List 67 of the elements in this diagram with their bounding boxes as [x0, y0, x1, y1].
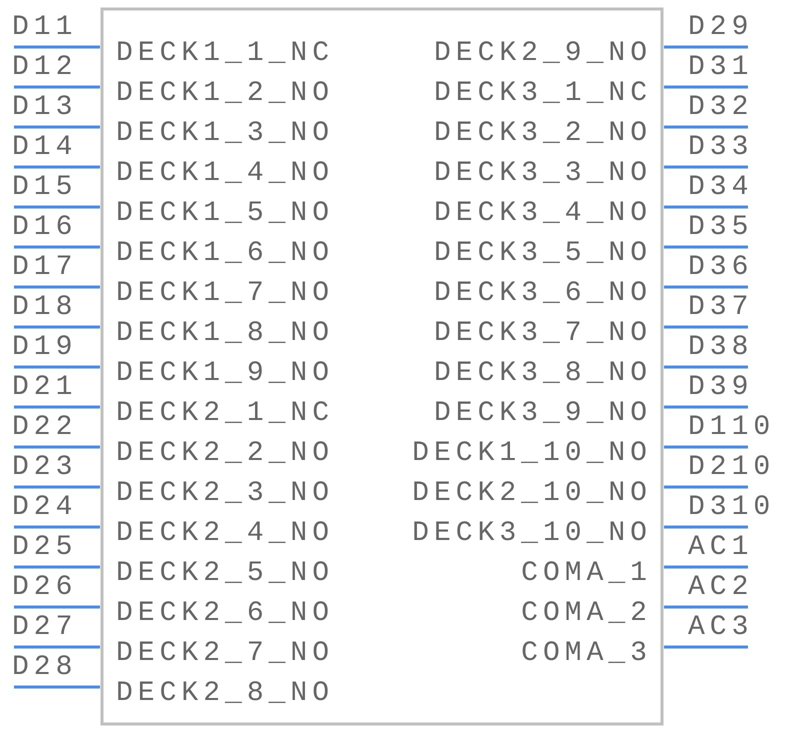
pin-name: DECK2_3_NO	[116, 478, 334, 510]
pin-name: DECK2_7_NO	[116, 638, 334, 670]
pin-name: DECK1_1_NC	[116, 38, 334, 70]
pin-number: D21	[12, 372, 78, 404]
pin-name: DECK3_2_NO	[434, 118, 652, 150]
pin-name: DECK3_1_NC	[434, 78, 652, 110]
pin-number: D310	[688, 492, 776, 524]
pin-number: D38	[688, 332, 754, 364]
pin-number: AC3	[688, 612, 754, 644]
pin-number: D24	[12, 492, 78, 524]
pin-name: DECK1_10_NO	[412, 438, 652, 470]
pin-number: D12	[12, 52, 78, 84]
pin-name: DECK2_4_NO	[116, 518, 334, 550]
pin-number: D29	[688, 12, 754, 44]
pin-number: D110	[688, 412, 776, 444]
pin-name: COMA_1	[521, 558, 652, 590]
pin-number: D37	[688, 292, 754, 324]
pin-number: D32	[688, 92, 754, 124]
pin-name: DECK3_10_NO	[412, 518, 652, 550]
pin-number: D16	[12, 212, 78, 244]
component-body	[100, 8, 664, 726]
pin-name: DECK3_5_NO	[434, 238, 652, 270]
pin-name: COMA_3	[521, 638, 652, 670]
pin-number: D23	[12, 452, 78, 484]
pin-name: DECK2_5_NO	[116, 558, 334, 590]
pin-number: D27	[12, 612, 78, 644]
pin-number: D36	[688, 252, 754, 284]
pin-name: DECK2_9_NO	[434, 38, 652, 70]
pin-name: DECK1_5_NO	[116, 198, 334, 230]
pin-number: AC1	[688, 532, 754, 564]
pin-name: DECK2_10_NO	[412, 478, 652, 510]
pin-name: COMA_2	[521, 598, 652, 630]
pin-name: DECK2_1_NC	[116, 398, 334, 430]
pin-name: DECK2_6_NO	[116, 598, 334, 630]
pin-number: D15	[12, 172, 78, 204]
pin-number: D35	[688, 212, 754, 244]
pin-name: DECK1_8_NO	[116, 318, 334, 350]
pin-number: D25	[12, 532, 78, 564]
pin-number: D18	[12, 292, 78, 324]
pin-number: D14	[12, 132, 78, 164]
pin-number: D22	[12, 412, 78, 444]
pin-name: DECK3_3_NO	[434, 158, 652, 190]
pin-number: D33	[688, 132, 754, 164]
pin-number: D19	[12, 332, 78, 364]
pin-name: DECK2_8_NO	[116, 678, 334, 710]
pin-number: D13	[12, 92, 78, 124]
pin-name: DECK3_8_NO	[434, 358, 652, 390]
pin-name: DECK1_2_NO	[116, 78, 334, 110]
pin-name: DECK2_2_NO	[116, 438, 334, 470]
pin-number: D210	[688, 452, 776, 484]
pin-number: D28	[12, 652, 78, 684]
pin-name: DECK3_9_NO	[434, 398, 652, 430]
pin-name: DECK1_7_NO	[116, 278, 334, 310]
pin-number: D11	[12, 12, 78, 44]
pin-number: D17	[12, 252, 78, 284]
pin-number: D26	[12, 572, 78, 604]
pin-name: DECK1_6_NO	[116, 238, 334, 270]
pin-name: DECK1_4_NO	[116, 158, 334, 190]
pin-number: AC2	[688, 572, 754, 604]
pin-number: D39	[688, 372, 754, 404]
pin-number: D34	[688, 172, 754, 204]
pin-name: DECK3_4_NO	[434, 198, 652, 230]
pin-name: DECK3_6_NO	[434, 278, 652, 310]
pin-name: DECK1_9_NO	[116, 358, 334, 390]
pin-name: DECK3_7_NO	[434, 318, 652, 350]
pin-name: DECK1_3_NO	[116, 118, 334, 150]
pin-number: D31	[688, 52, 754, 84]
